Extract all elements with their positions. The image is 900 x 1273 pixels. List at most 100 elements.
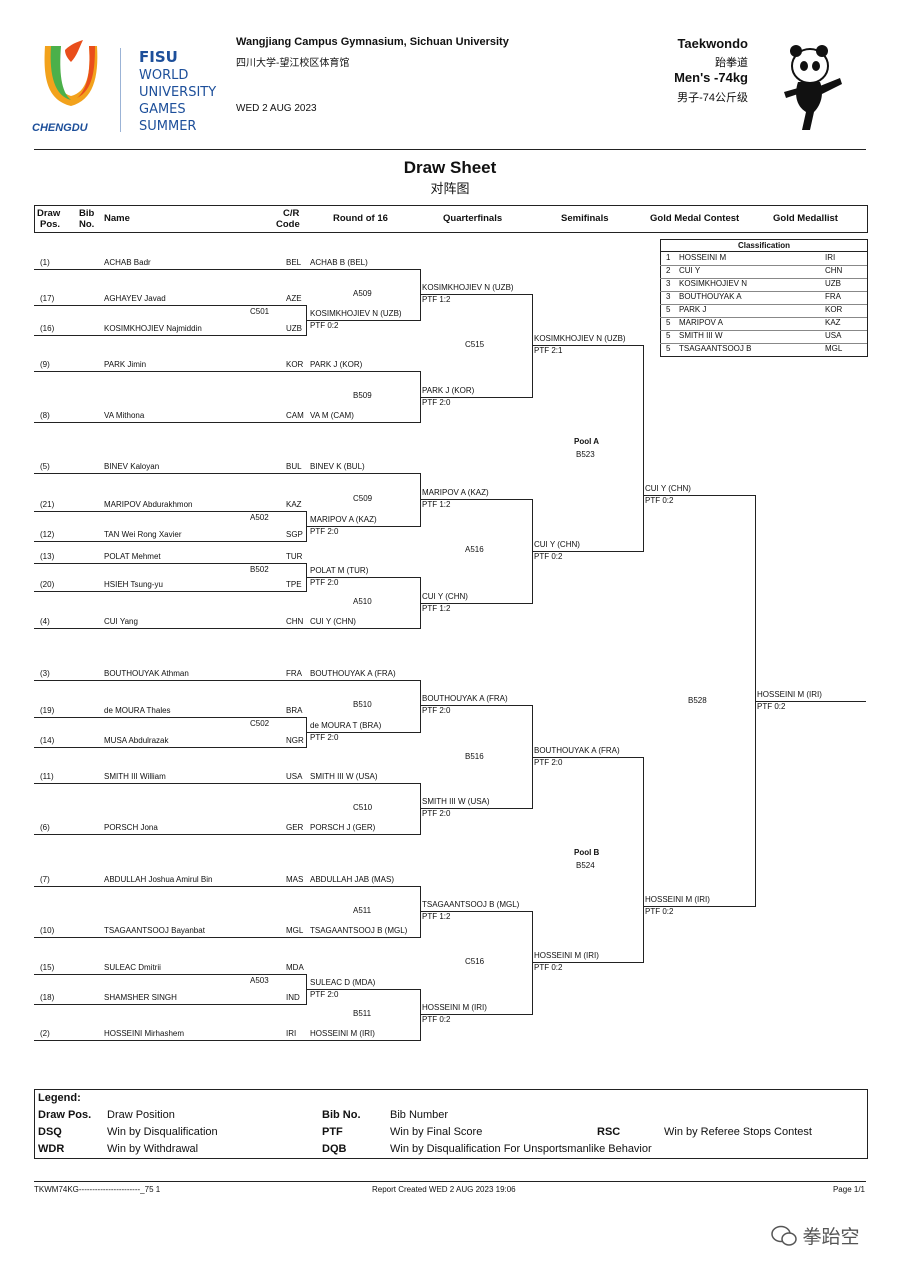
athlete-name: TSAGAANTSOOJ Bayanbat bbox=[104, 926, 205, 935]
athlete-name: HSIEH Tsung-yu bbox=[104, 580, 163, 589]
final-contest: B528 bbox=[688, 696, 707, 705]
prelim-score: PTF 2:0 bbox=[310, 733, 339, 742]
bracket-line bbox=[34, 511, 306, 512]
bracket-line bbox=[420, 397, 532, 398]
games-line-2: UNIVERSITY bbox=[139, 85, 217, 100]
classification-rank: 3 bbox=[666, 292, 671, 301]
bracket-line bbox=[420, 1014, 532, 1015]
games-emblem-icon bbox=[44, 40, 98, 106]
r16-entrant: PARK J (KOR) bbox=[310, 360, 363, 369]
chat-bubble-icon bbox=[771, 1225, 797, 1246]
bracket-line bbox=[34, 974, 306, 975]
pool-a-label: Pool A bbox=[574, 437, 600, 446]
athlete-code: UZB bbox=[286, 324, 302, 333]
legend-desc-ptf: Win by Final Score bbox=[390, 1126, 483, 1138]
chengdu-logo: CHENGDU bbox=[32, 38, 112, 138]
r16-contest: C510 bbox=[353, 803, 373, 812]
prelim-score: PTF 2:0 bbox=[310, 578, 339, 587]
athlete-pos: (12) bbox=[40, 530, 55, 539]
athlete-code: TUR bbox=[286, 552, 303, 561]
athlete-code: MGL bbox=[286, 926, 304, 935]
classification-rank: 3 bbox=[666, 279, 671, 288]
athlete-name: PARK Jimin bbox=[104, 360, 147, 369]
qf-contest: A516 bbox=[465, 545, 484, 554]
athlete-pos: (4) bbox=[40, 617, 50, 626]
col-gmc: Gold Medal Contest bbox=[650, 213, 740, 224]
sf-score: PTF 2:1 bbox=[534, 346, 563, 355]
final-entrant: HOSSEINI M (IRI) bbox=[645, 895, 710, 904]
bracket-line bbox=[34, 717, 306, 718]
qf-score: PTF 2:0 bbox=[422, 706, 451, 715]
classification-name: KOSIMKHOJIEV N bbox=[679, 279, 748, 288]
col-bib-1: Bib bbox=[79, 208, 95, 219]
bracket-line bbox=[306, 783, 420, 784]
bracket-line bbox=[34, 591, 306, 592]
r16-contest: A511 bbox=[353, 906, 372, 915]
prelim-contest: C501 bbox=[250, 307, 270, 316]
city-name: CHENGDU bbox=[32, 122, 88, 134]
athlete-pos: (16) bbox=[40, 324, 55, 333]
col-name: Name bbox=[104, 213, 130, 224]
sport-name: Taekwondo bbox=[677, 36, 748, 51]
classification-rank: 5 bbox=[666, 318, 671, 327]
athlete-pos: (17) bbox=[40, 294, 55, 303]
col-draw-pos-1: Draw bbox=[37, 208, 61, 219]
qf-contest: B516 bbox=[465, 752, 484, 761]
legend-abbr-dqb: DQB bbox=[322, 1143, 347, 1155]
legend-abbr-rsc: RSC bbox=[597, 1126, 621, 1138]
col-gm: Gold Medallist bbox=[773, 213, 838, 224]
athlete-name: ACHAB Badr bbox=[104, 258, 151, 267]
bracket-line bbox=[306, 422, 420, 423]
classification-name: TSAGAANTSOOJ B bbox=[679, 344, 752, 353]
athlete-name: AGHAYEV Javad bbox=[104, 294, 166, 303]
r16-entrant: TSAGAANTSOOJ B (MGL) bbox=[310, 926, 408, 935]
classification-code: CHN bbox=[825, 266, 843, 275]
classification-title: Classification bbox=[737, 241, 790, 250]
r16-contest: A510 bbox=[353, 597, 372, 606]
bracket-line bbox=[34, 1040, 306, 1041]
bracket-line bbox=[34, 269, 306, 270]
event-name: Men's -74kg bbox=[674, 70, 748, 85]
athlete-pos: (20) bbox=[40, 580, 55, 589]
pool-b-label: Pool B bbox=[574, 848, 600, 857]
r16-entrant: CUI Y (CHN) bbox=[310, 617, 356, 626]
r16-entrant: BOUTHOUYAK A (FRA) bbox=[310, 669, 396, 678]
page-title-cn: 对阵图 bbox=[430, 181, 470, 196]
bracket-line bbox=[306, 526, 420, 527]
classification-rank: 5 bbox=[666, 305, 671, 314]
qf-entrant: CUI Y (CHN) bbox=[422, 592, 468, 601]
athlete-pos: (9) bbox=[40, 360, 50, 369]
bracket-line bbox=[306, 577, 420, 578]
athlete-pos: (8) bbox=[40, 411, 50, 420]
prelim-contest: A503 bbox=[250, 976, 269, 985]
qf-score: PTF 1:2 bbox=[422, 295, 451, 304]
legend-desc-rsc: Win by Referee Stops Contest bbox=[664, 1126, 812, 1138]
athlete-name: TAN Wei Rong Xavier bbox=[104, 530, 182, 539]
r16-entrant: de MOURA T (BRA) bbox=[310, 721, 382, 730]
venue: Wangjiang Campus Gymnasium, Sichuan Univ… bbox=[236, 36, 509, 48]
athlete-pos: (10) bbox=[40, 926, 55, 935]
legend-desc-draw-pos: Draw Position bbox=[107, 1109, 175, 1121]
legend-abbr-ptf: PTF bbox=[322, 1126, 343, 1138]
bracket-line bbox=[306, 269, 420, 270]
classification-rank: 1 bbox=[666, 253, 671, 262]
athlete-code: CAM bbox=[286, 411, 304, 420]
event-name-cn: 男子-74公斤级 bbox=[677, 92, 748, 104]
bracket-line bbox=[532, 551, 643, 552]
bracket-line bbox=[306, 473, 420, 474]
bracket-line bbox=[34, 335, 306, 336]
prelim-contest: C502 bbox=[250, 719, 270, 728]
athlete-code: KOR bbox=[286, 360, 304, 369]
qf-entrant: HOSSEINI M (IRI) bbox=[422, 1003, 487, 1012]
classification-code: USA bbox=[825, 331, 842, 340]
athlete-name: CUI Yang bbox=[104, 617, 138, 626]
athlete-pos: (14) bbox=[40, 736, 55, 745]
event-date: WED 2 AUG 2023 bbox=[236, 103, 317, 114]
athlete-name: BINEV Kaloyan bbox=[104, 462, 160, 471]
footer-code: TKWM74KG-----------------------_75 1 bbox=[34, 1185, 161, 1194]
games-line-1: WORLD bbox=[139, 68, 189, 83]
athlete-code: SGP bbox=[286, 530, 303, 539]
bracket-line bbox=[532, 345, 643, 346]
athlete-code: KAZ bbox=[286, 500, 302, 509]
qf-entrant: KOSIMKHOJIEV N (UZB) bbox=[422, 283, 514, 292]
